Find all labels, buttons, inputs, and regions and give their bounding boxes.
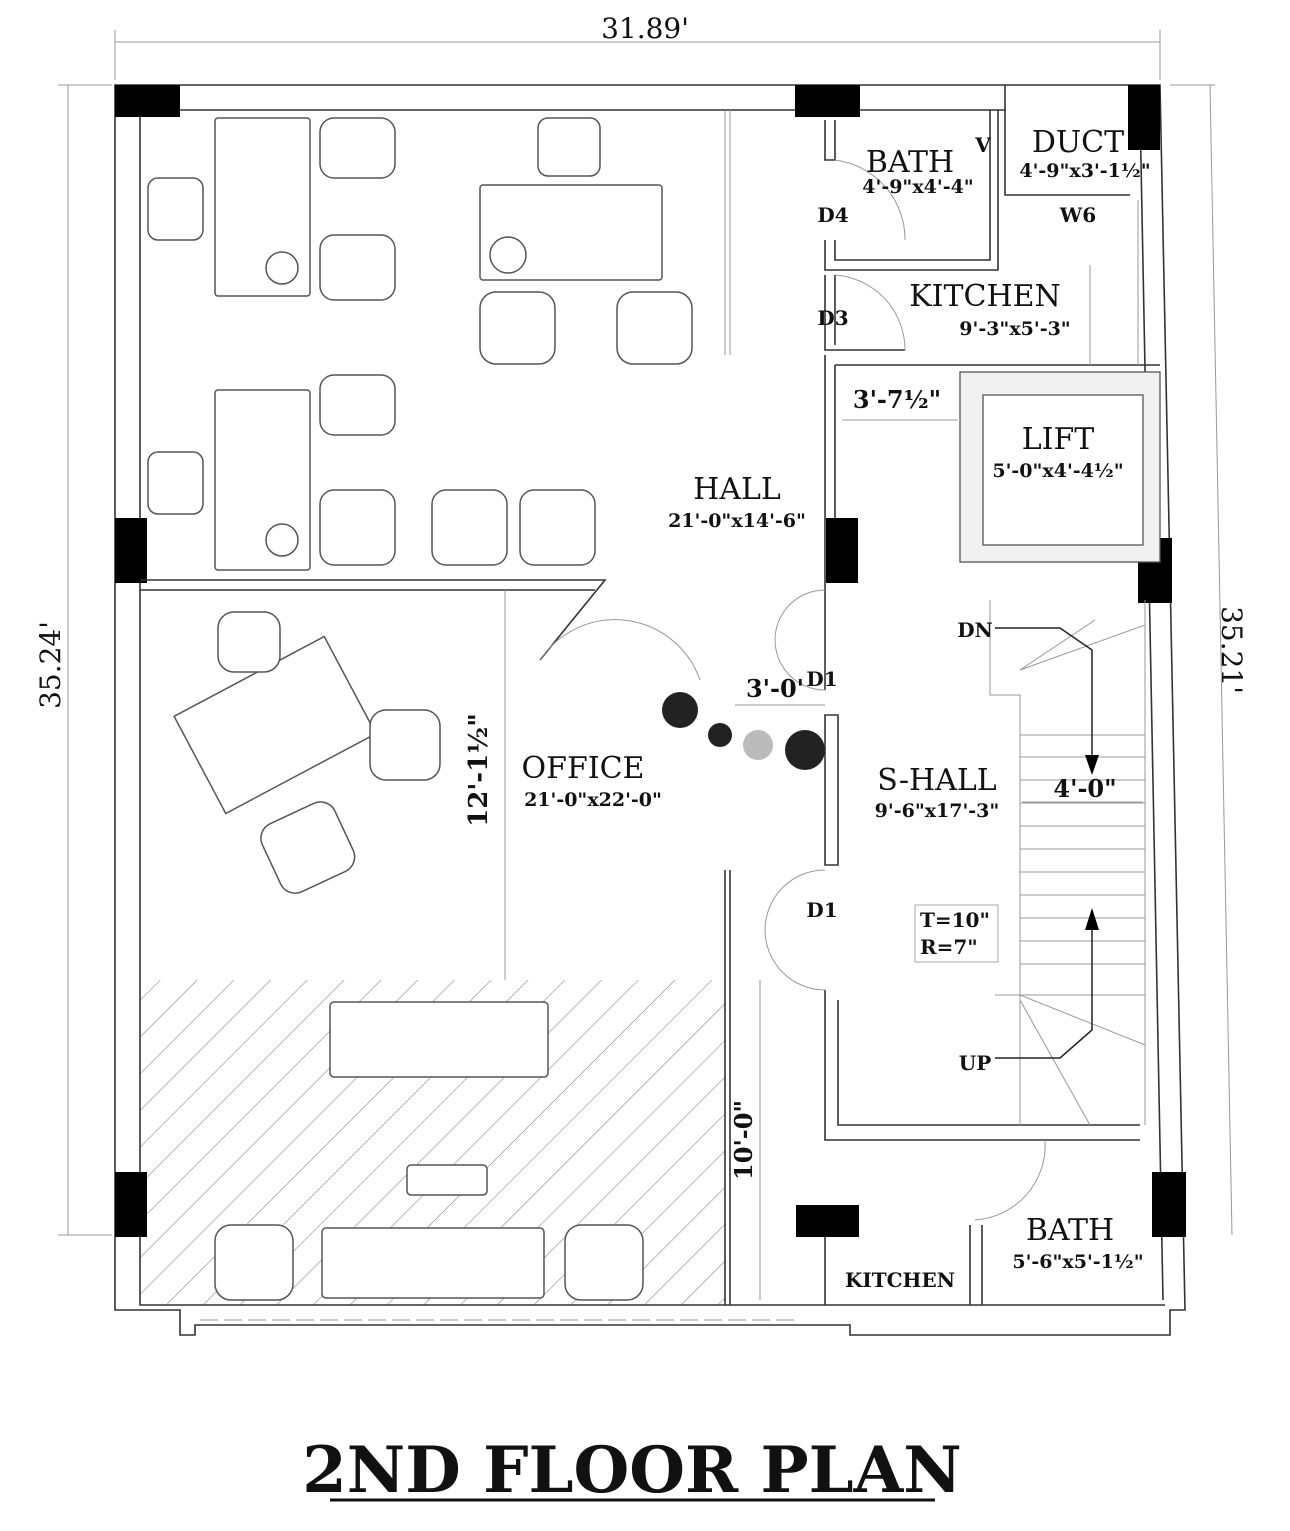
s-hall-name: S-HALL — [877, 763, 997, 798]
lift-size: 5'-0"x4'-4½" — [992, 460, 1123, 482]
tag-dn: DN — [957, 618, 993, 642]
lift-name: LIFT — [1022, 422, 1095, 457]
right-height-label: 35.21' — [1215, 606, 1248, 694]
door-swings — [539, 159, 1046, 1221]
stair-tread: T=10" — [920, 908, 990, 932]
duct-name: DUCT — [1032, 125, 1124, 160]
bath-top-name: BATH — [866, 145, 954, 180]
page-title: 2ND FLOOR PLAN — [302, 1433, 962, 1508]
kitchen-top-size: 9'-3"x5'-3" — [959, 318, 1070, 340]
stair-riser: R=7" — [920, 935, 978, 959]
tag-w6: W6 — [1059, 203, 1096, 227]
s-hall-size: 9'-6"x17'-3" — [875, 800, 1000, 822]
width-label: 31.89' — [601, 12, 689, 45]
bath-bottom-name: BATH — [1026, 1213, 1114, 1248]
dimension-width: 31.89' — [114, 12, 1161, 80]
dimension-right-height: 35.21' — [1170, 84, 1248, 1236]
dim-door: 3'-0' — [746, 674, 804, 703]
interior-walls — [140, 110, 1161, 1305]
inner-dimensions: 3'-7½" 3'-0' 4'-0" 12'-1½" 10'-0" — [464, 385, 1143, 1180]
furniture — [147, 117, 825, 1301]
kitchen-bottom-name: KITCHEN — [845, 1268, 955, 1292]
tag-d4: D4 — [817, 203, 848, 227]
columns — [115, 85, 1186, 1237]
dim-lounge: 10'-0" — [729, 1100, 758, 1180]
hall-size: 21'-0"x14'-6" — [668, 510, 806, 532]
dimension-left-height: 35.24' — [34, 84, 112, 1236]
kitchen-top-name: KITCHEN — [909, 279, 1061, 314]
tag-v: V — [974, 133, 991, 157]
staircase — [989, 600, 1146, 1126]
room-labels: BATH 4'-9"x4'-4" DUCT 4'-9"x3'-1½" KITCH… — [522, 125, 1151, 1292]
tag-d1-top: D1 — [806, 667, 837, 691]
dim-stair-width: 4'-0" — [1053, 774, 1116, 803]
tag-d1-bottom: D1 — [806, 898, 837, 922]
office-size: 21'-0"x22'-0" — [524, 789, 662, 811]
tag-d3: D3 — [817, 306, 848, 330]
office-name: OFFICE — [522, 751, 645, 786]
dim-office-depth: 12'-1½" — [464, 713, 494, 827]
duct-size: 4'-9"x3'-1½" — [1019, 160, 1150, 182]
door-window-tags: V D4 W6 D3 D1 D1 DN UP — [806, 133, 1096, 1075]
bath-bottom-size: 5'-6"x5'-1½" — [1012, 1251, 1143, 1273]
left-height-label: 35.24' — [34, 621, 67, 709]
bath-top-size: 4'-9"x4'-4" — [862, 176, 973, 198]
dim-lift-lobby: 3'-7½" — [853, 385, 941, 414]
stair-treads — [1020, 734, 1145, 996]
hall-name: HALL — [693, 472, 781, 507]
tag-up: UP — [959, 1051, 991, 1075]
stair-note: T=10" R=7" — [914, 904, 999, 963]
